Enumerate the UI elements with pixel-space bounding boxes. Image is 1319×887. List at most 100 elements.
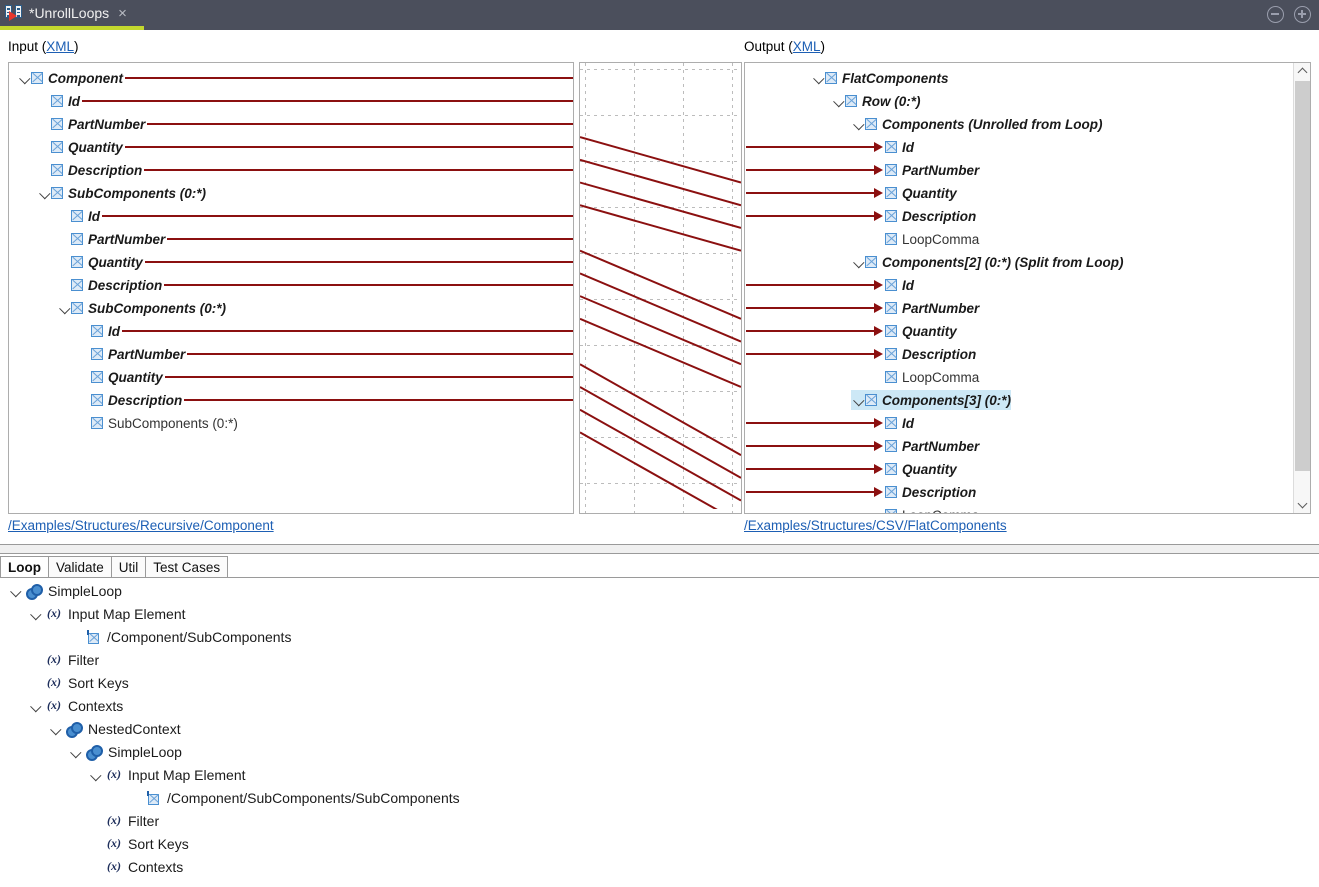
element-checkbox-icon[interactable]	[885, 164, 897, 176]
tree-row[interactable]: SubComponents (0:*)	[77, 413, 238, 433]
element-checkbox-icon[interactable]	[885, 325, 897, 337]
loop-tree-row[interactable]: (x)Sort Keys	[88, 832, 189, 855]
tree-row[interactable]: Quantity	[871, 321, 957, 341]
tree-row-selected[interactable]: Components[3] (0:*)	[851, 390, 1011, 410]
element-checkbox-icon[interactable]	[885, 279, 897, 291]
element-checkbox-icon[interactable]	[865, 256, 877, 268]
loop-detail-tree[interactable]: SimpleLoop(x)Input Map Element/Component…	[0, 579, 1319, 887]
output-path-link[interactable]: /Examples/Structures/CSV/FlatComponents	[744, 518, 1007, 533]
element-checkbox-icon[interactable]	[91, 325, 103, 337]
element-checkbox-icon[interactable]	[885, 486, 897, 498]
tree-row[interactable]: SubComponents (0:*)	[37, 183, 206, 203]
element-checkbox-icon[interactable]	[91, 348, 103, 360]
scroll-down-icon[interactable]	[1294, 496, 1310, 513]
tree-row[interactable]: Components[2] (0:*) (Split from Loop)	[851, 252, 1123, 272]
element-checkbox-icon[interactable]	[71, 302, 83, 314]
output-scrollbar[interactable]	[1293, 63, 1310, 513]
loop-tree-row[interactable]: (x)Contexts	[28, 694, 123, 717]
tree-row[interactable]: Id	[871, 137, 914, 157]
chevron-down-icon[interactable]	[851, 393, 865, 407]
loop-tree-row[interactable]: (x)Sort Keys	[28, 671, 129, 694]
chevron-down-icon[interactable]	[811, 71, 825, 85]
mapping-canvas[interactable]	[579, 62, 742, 514]
tree-row[interactable]: LoopComma	[871, 367, 979, 387]
chevron-down-icon[interactable]	[48, 722, 62, 736]
chevron-down-icon[interactable]	[88, 768, 102, 782]
zoom-in-icon[interactable]	[1294, 6, 1311, 23]
element-checkbox-icon[interactable]	[51, 95, 63, 107]
tree-row[interactable]: Description	[37, 160, 142, 180]
element-checkbox-icon[interactable]	[865, 394, 877, 406]
element-checkbox-icon[interactable]	[885, 463, 897, 475]
tree-row[interactable]: Description	[77, 390, 182, 410]
element-checkbox-icon[interactable]	[885, 210, 897, 222]
tree-row[interactable]: LoopComma	[871, 229, 979, 249]
element-checkbox-icon[interactable]	[91, 394, 103, 406]
chevron-down-icon[interactable]	[851, 255, 865, 269]
element-checkbox-icon[interactable]	[885, 417, 897, 429]
element-checkbox-icon[interactable]	[885, 302, 897, 314]
element-checkbox-icon[interactable]	[885, 233, 897, 245]
element-checkbox-icon[interactable]	[51, 141, 63, 153]
input-xml-link[interactable]: XML	[46, 39, 75, 54]
tab-unrollloops[interactable]: *UnrollLoops ×	[0, 0, 144, 30]
element-checkbox-icon[interactable]	[885, 509, 897, 513]
tree-row[interactable]: PartNumber	[57, 229, 165, 249]
tree-row[interactable]: Id	[77, 321, 120, 341]
element-checkbox-icon[interactable]	[885, 348, 897, 360]
loop-tree-row[interactable]: (x)Filter	[88, 809, 159, 832]
element-checkbox-icon[interactable]	[91, 371, 103, 383]
chevron-down-icon[interactable]	[28, 607, 42, 621]
output-xml-link[interactable]: XML	[792, 39, 821, 54]
tree-row[interactable]: PartNumber	[37, 114, 145, 134]
tree-row[interactable]: Id	[37, 91, 80, 111]
horizontal-splitter[interactable]	[0, 544, 1319, 554]
chevron-down-icon[interactable]	[28, 699, 42, 713]
chevron-down-icon[interactable]	[37, 186, 51, 200]
element-checkbox-icon[interactable]	[71, 233, 83, 245]
tab-validate[interactable]: Validate	[48, 556, 112, 577]
element-checkbox-icon[interactable]	[71, 279, 83, 291]
chevron-down-icon[interactable]	[57, 301, 71, 315]
element-checkbox-icon[interactable]	[71, 210, 83, 222]
loop-tree-row[interactable]: SimpleLoop	[8, 579, 122, 602]
tree-row[interactable]: FlatComponents	[811, 68, 949, 88]
tab-util[interactable]: Util	[110, 556, 147, 577]
scrollbar-thumb[interactable]	[1295, 81, 1310, 471]
tree-row[interactable]: Description	[871, 206, 976, 226]
tree-row[interactable]: Description	[57, 275, 162, 295]
element-checkbox-icon[interactable]	[51, 187, 63, 199]
element-checkbox-icon[interactable]	[885, 371, 897, 383]
tree-row[interactable]: Quantity	[57, 252, 143, 272]
loop-tree-row[interactable]: /Component/SubComponents	[68, 625, 291, 648]
tab-test-cases[interactable]: Test Cases	[145, 556, 229, 577]
tree-row[interactable]: Id	[871, 275, 914, 295]
loop-tree-row[interactable]: NestedContext	[48, 717, 181, 740]
element-checkbox-icon[interactable]	[825, 72, 837, 84]
tree-row[interactable]: PartNumber	[871, 160, 979, 180]
tree-row[interactable]: SubComponents (0:*)	[57, 298, 226, 318]
tree-row[interactable]: Description	[871, 482, 976, 502]
element-checkbox-icon[interactable]	[865, 118, 877, 130]
chevron-down-icon[interactable]	[831, 94, 845, 108]
loop-tree-row[interactable]: (x)Input Map Element	[88, 763, 246, 786]
tree-row[interactable]: LoopComma	[871, 505, 979, 513]
tree-row[interactable]: PartNumber	[871, 298, 979, 318]
tree-row[interactable]: Quantity	[37, 137, 123, 157]
element-checkbox-icon[interactable]	[91, 417, 103, 429]
tree-row[interactable]: PartNumber	[871, 436, 979, 456]
loop-tree-row[interactable]: SimpleLoop	[68, 740, 182, 763]
loop-tree-row[interactable]: (x)Input Map Element	[28, 602, 186, 625]
element-checkbox-icon[interactable]	[885, 141, 897, 153]
element-checkbox-icon[interactable]	[71, 256, 83, 268]
tree-row[interactable]: PartNumber	[77, 344, 185, 364]
chevron-down-icon[interactable]	[8, 584, 22, 598]
element-checkbox-icon[interactable]	[51, 164, 63, 176]
loop-tree-row[interactable]: (x)Contexts	[88, 855, 183, 878]
input-path-link[interactable]: /Examples/Structures/Recursive/Component	[8, 518, 274, 533]
element-checkbox-icon[interactable]	[885, 440, 897, 452]
close-icon[interactable]: ×	[118, 4, 127, 22]
